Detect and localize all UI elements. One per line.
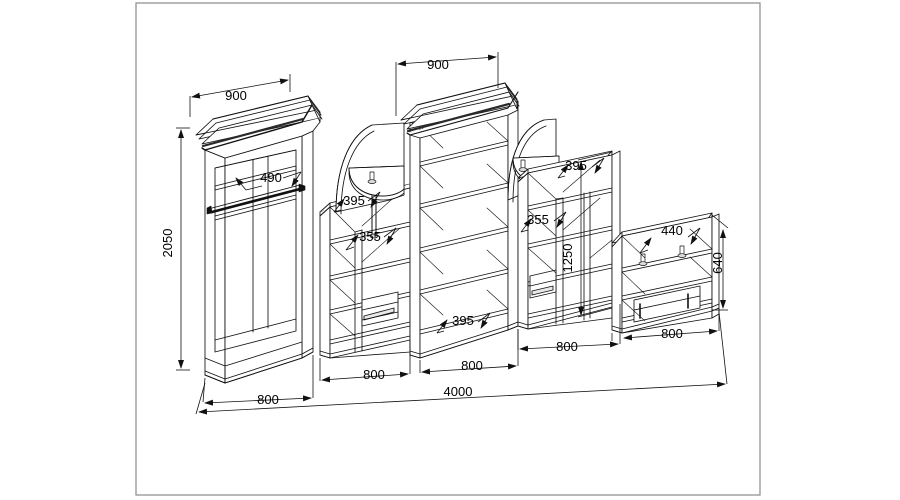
furniture-geometry	[195, 82, 720, 384]
dim-left-unit-width: 800	[363, 367, 385, 382]
dim-wardrobe-depth: 900	[225, 88, 247, 103]
right-shelf-unit	[517, 150, 621, 330]
dim-tv-unit-depth: 440	[661, 223, 683, 238]
dim-tall-unit-depth: 900	[427, 57, 449, 72]
dimension-labels: 900 2050 490 800 900 395 355 800 395 800…	[160, 57, 725, 407]
dim-wardrobe-width: 800	[257, 392, 279, 407]
left-shelf-unit	[319, 183, 411, 359]
dim-right-shelf-depth: 355	[527, 212, 549, 227]
dim-center-unit-depth: 395	[452, 313, 474, 328]
dim-tv-unit-width: 800	[661, 326, 683, 341]
dim-overall-width: 4000	[444, 384, 473, 399]
dim-center-unit-width: 800	[461, 358, 483, 373]
dim-wardrobe-height: 2050	[160, 229, 175, 258]
dim-left-shelf-depth: 395	[343, 193, 365, 208]
dim-right-unit-width: 800	[556, 339, 578, 354]
dim-right-unit-height: 1250	[560, 244, 575, 273]
dim-tv-unit-height: 640	[710, 252, 725, 274]
dim-right-top-depth: 395	[565, 158, 587, 173]
dimension-lines	[176, 52, 729, 415]
wardrobe-unit	[195, 95, 323, 384]
dim-left-shelf-depth-2: 355	[359, 229, 381, 244]
dim-wardrobe-shelf-depth: 490	[260, 170, 282, 185]
sheet-frame	[135, 2, 761, 496]
